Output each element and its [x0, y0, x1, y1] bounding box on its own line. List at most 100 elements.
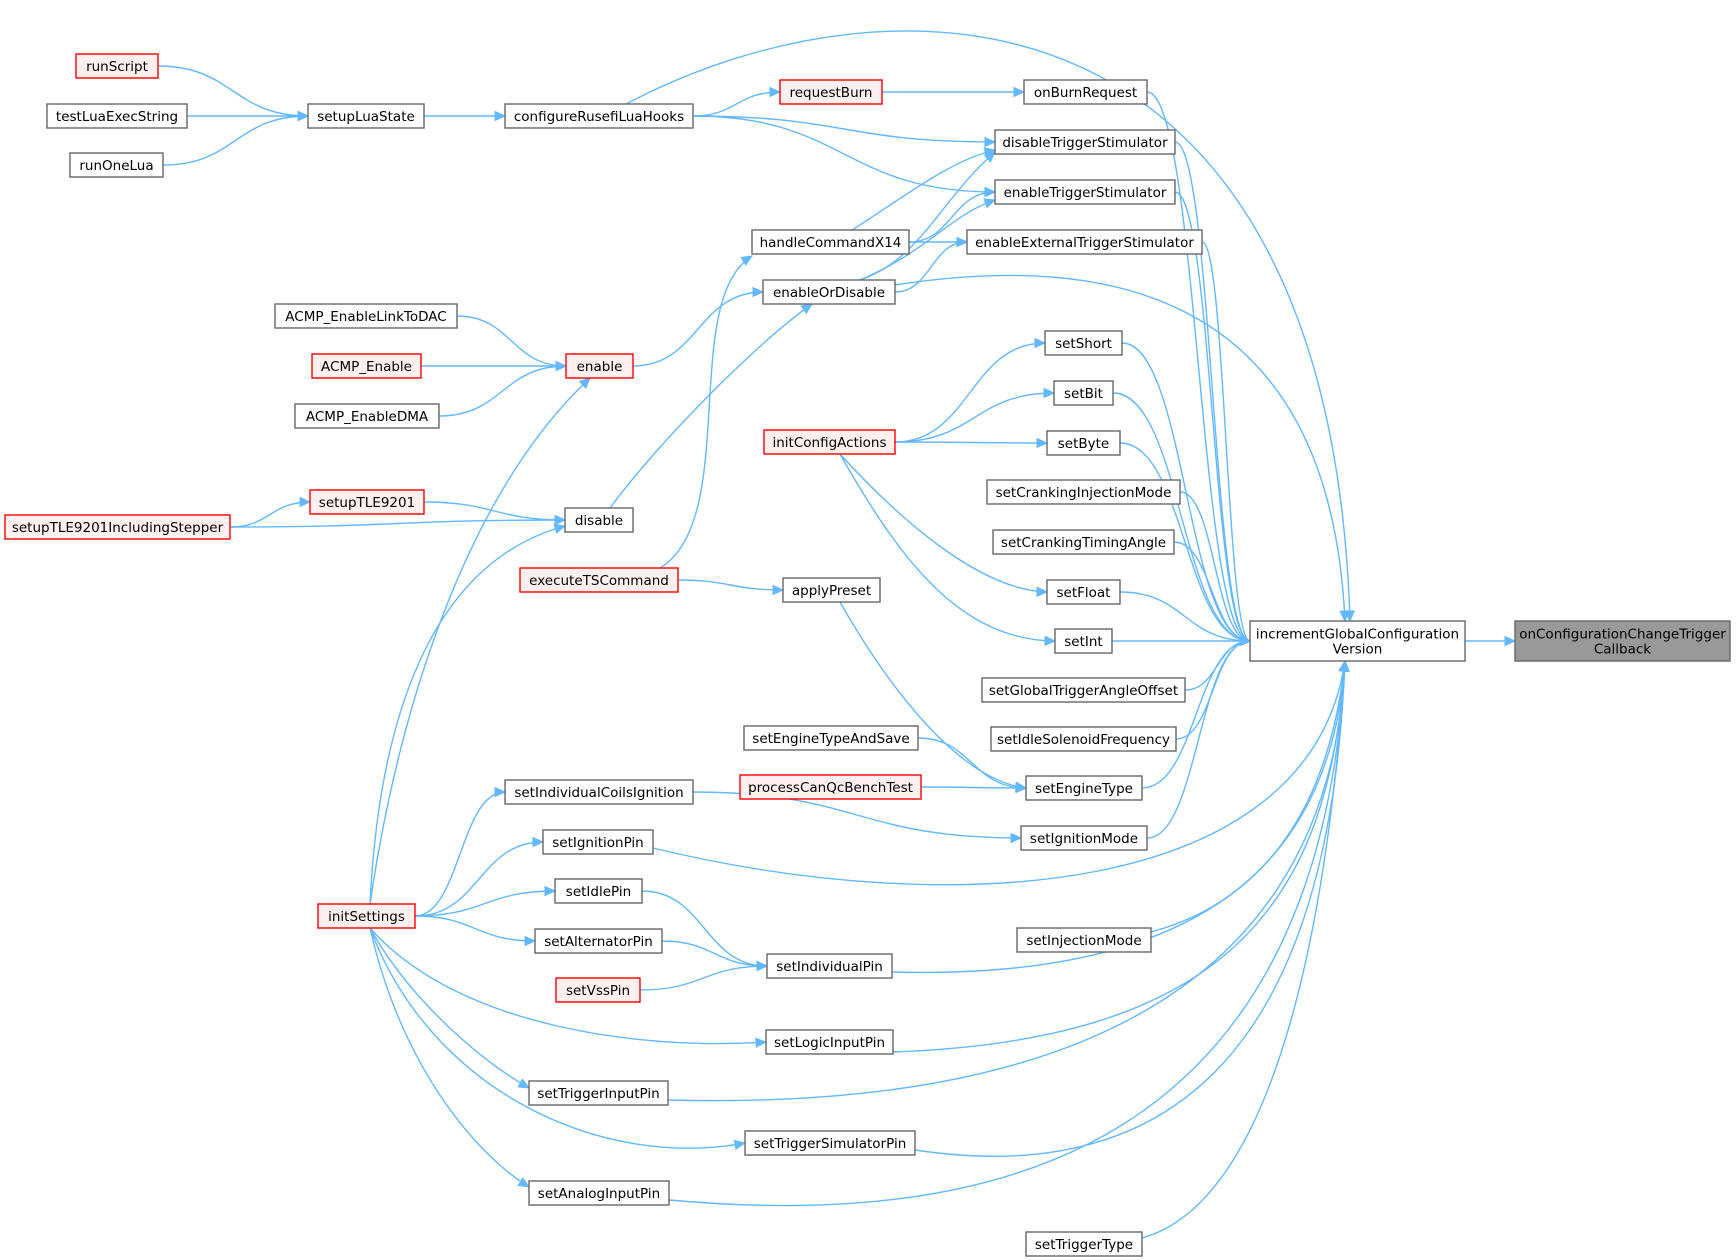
node-box: [555, 977, 641, 1003]
edge-set-trigger-type-to-increment-global-configuration-version: [1141, 660, 1346, 1239]
node-box: [966, 229, 1203, 255]
node-handle-command-x14[interactable]: handleCommandX14: [751, 229, 910, 255]
node-box: [994, 179, 1176, 205]
node-setup-tle9201-including-stepper[interactable]: setupTLE9201IncludingStepper: [4, 514, 231, 540]
node-box: [564, 507, 634, 533]
node-label: setIndividualPin: [776, 959, 883, 975]
node-apply-preset[interactable]: applyPreset: [782, 577, 881, 603]
node-label: setInt: [1064, 634, 1102, 650]
edge-setup-tle9201-including-stepper-to-disable: [229, 519, 566, 528]
node-test-lua-exec-string[interactable]: testLuaExecString: [46, 103, 188, 129]
node-box: [528, 1180, 670, 1206]
node-on-burn-request[interactable]: onBurnRequest: [1023, 79, 1148, 105]
node-box: [317, 903, 416, 929]
node-box: [565, 353, 634, 379]
arrowhead: [1010, 832, 1023, 844]
node-set-idle-solenoid-frequency[interactable]: setIdleSolenoidFrequency: [990, 726, 1177, 752]
node-set-trigger-input-pin[interactable]: setTriggerInputPin: [528, 1080, 669, 1106]
node-label: disableTriggerStimulator: [1002, 135, 1168, 151]
node-set-trigger-type[interactable]: setTriggerType: [1025, 1231, 1143, 1257]
arrowhead: [299, 496, 312, 508]
node-run-script[interactable]: runScript: [75, 53, 159, 79]
node-set-byte[interactable]: setByte: [1046, 430, 1121, 456]
node-label: requestBurn: [789, 85, 872, 101]
node-set-alternator-pin[interactable]: setAlternatorPin: [534, 928, 663, 954]
node-set-short[interactable]: setShort: [1044, 330, 1123, 356]
node-label: Version: [1333, 642, 1383, 658]
node-execute-tscommand[interactable]: executeTSCommand: [519, 567, 679, 593]
node-set-individual-pin[interactable]: setIndividualPin: [766, 953, 893, 979]
node-disable[interactable]: disable: [564, 507, 634, 533]
node-box: [994, 129, 1176, 155]
node-set-individual-coils-ignition[interactable]: setIndividualCoilsIgnition: [504, 779, 694, 805]
node-enable-or-disable[interactable]: enableOrDisable: [762, 279, 896, 305]
node-box: [274, 303, 458, 329]
arrowhead: [984, 136, 997, 148]
node-enable[interactable]: enable: [565, 353, 634, 379]
node-acmp-enable-link-to-dac[interactable]: ACMP_EnableLinkToDAC: [274, 303, 458, 329]
node-label: enableExternalTriggerStimulator: [975, 235, 1194, 251]
edge-set-cranking-timing-angle-to-increment-global-configuration-version: [1173, 541, 1251, 642]
node-configure-rusefi-lua-hooks[interactable]: configureRusefiLuaHooks: [504, 103, 694, 129]
node-set-idle-pin[interactable]: setIdlePin: [554, 878, 643, 904]
edge-acmp-enable-link-to-dac-to-enable: [456, 315, 567, 367]
node-disable-trigger-stimulator[interactable]: disableTriggerStimulator: [994, 129, 1176, 155]
node-enable-trigger-stimulator[interactable]: enableTriggerStimulator: [994, 179, 1176, 205]
edge-setup-tle9201-to-disable: [423, 501, 566, 521]
node-box: [1020, 825, 1148, 851]
arrowhead: [524, 935, 537, 947]
node-set-ignition-mode[interactable]: setIgnitionMode: [1020, 825, 1148, 851]
node-init-config-actions[interactable]: initConfigActions: [763, 429, 896, 455]
node-acmp-enable[interactable]: ACMP_Enable: [311, 353, 422, 379]
edge-configure-rusefi-lua-hooks-to-request-burn: [692, 91, 781, 117]
node-run-one-lua[interactable]: runOneLua: [69, 152, 164, 178]
node-set-global-trigger-angle-offset[interactable]: setGlobalTriggerAngleOffset: [981, 677, 1186, 703]
node-set-bit[interactable]: setBit: [1053, 380, 1114, 406]
node-box: [294, 403, 440, 429]
node-label: enableOrDisable: [773, 285, 885, 301]
node-setup-tle9201[interactable]: setupTLE9201: [309, 489, 425, 515]
node-label: ACMP_EnableLinkToDAC: [285, 309, 446, 325]
edge-enable-or-disable-to-enable-external-trigger-stimulator: [894, 241, 968, 293]
edge-run-script-to-setup-lua-state: [157, 65, 309, 117]
node-set-engine-type[interactable]: setEngineType: [1025, 775, 1143, 801]
node-set-vss-pin[interactable]: setVssPin: [555, 977, 641, 1003]
node-label: ACMP_Enable: [321, 359, 412, 375]
node-label: setByte: [1058, 436, 1109, 452]
node-set-injection-mode[interactable]: setInjectionMode: [1016, 927, 1152, 953]
node-request-burn[interactable]: requestBurn: [779, 79, 883, 105]
node-set-engine-type-and-save[interactable]: setEngineTypeAndSave: [743, 725, 919, 751]
node-set-cranking-injection-mode[interactable]: setCrankingInjectionMode: [986, 479, 1181, 505]
arrowhead: [517, 1176, 531, 1188]
node-set-logic-input-pin[interactable]: setLogicInputPin: [765, 1029, 894, 1055]
edge-set-trigger-input-pin-to-increment-global-configuration-version: [667, 660, 1346, 1102]
node-set-float[interactable]: setFloat: [1046, 579, 1121, 605]
arrowhead: [1034, 337, 1047, 349]
node-box: [519, 567, 679, 593]
edge-execute-tscommand-to-handle-command-x14: [659, 255, 753, 569]
arrowhead: [1339, 610, 1350, 623]
call-edges: [157, 30, 1517, 1239]
node-label: setLogicInputPin: [774, 1035, 885, 1051]
node-process-can-qc-bench-test[interactable]: processCanQcBenchTest: [739, 774, 922, 800]
node-box: [744, 1130, 916, 1156]
edge-init-settings-to-disable: [369, 525, 566, 905]
node-box: [1016, 927, 1152, 953]
node-acmp-enable-dma[interactable]: ACMP_EnableDMA: [294, 403, 440, 429]
node-box: [739, 774, 922, 800]
node-label: setEngineType: [1035, 781, 1133, 797]
node-set-trigger-simulator-pin[interactable]: setTriggerSimulatorPin: [744, 1130, 916, 1156]
node-setup-lua-state[interactable]: setupLuaState: [307, 103, 425, 129]
node-box: [528, 1080, 669, 1106]
node-set-cranking-timing-angle[interactable]: setCrankingTimingAngle: [992, 529, 1175, 555]
arrowhead: [555, 360, 568, 372]
node-set-int[interactable]: setInt: [1054, 628, 1113, 654]
arrowhead: [1239, 635, 1252, 647]
node-set-analog-input-pin[interactable]: setAnalogInputPin: [528, 1180, 670, 1206]
node-enable-external-trigger-stimulator[interactable]: enableExternalTriggerStimulator: [966, 229, 1203, 255]
node-set-ignition-pin[interactable]: setIgnitionPin: [542, 829, 654, 855]
edge-init-config-actions-to-set-byte: [894, 441, 1048, 444]
node-init-settings[interactable]: initSettings: [317, 903, 416, 929]
